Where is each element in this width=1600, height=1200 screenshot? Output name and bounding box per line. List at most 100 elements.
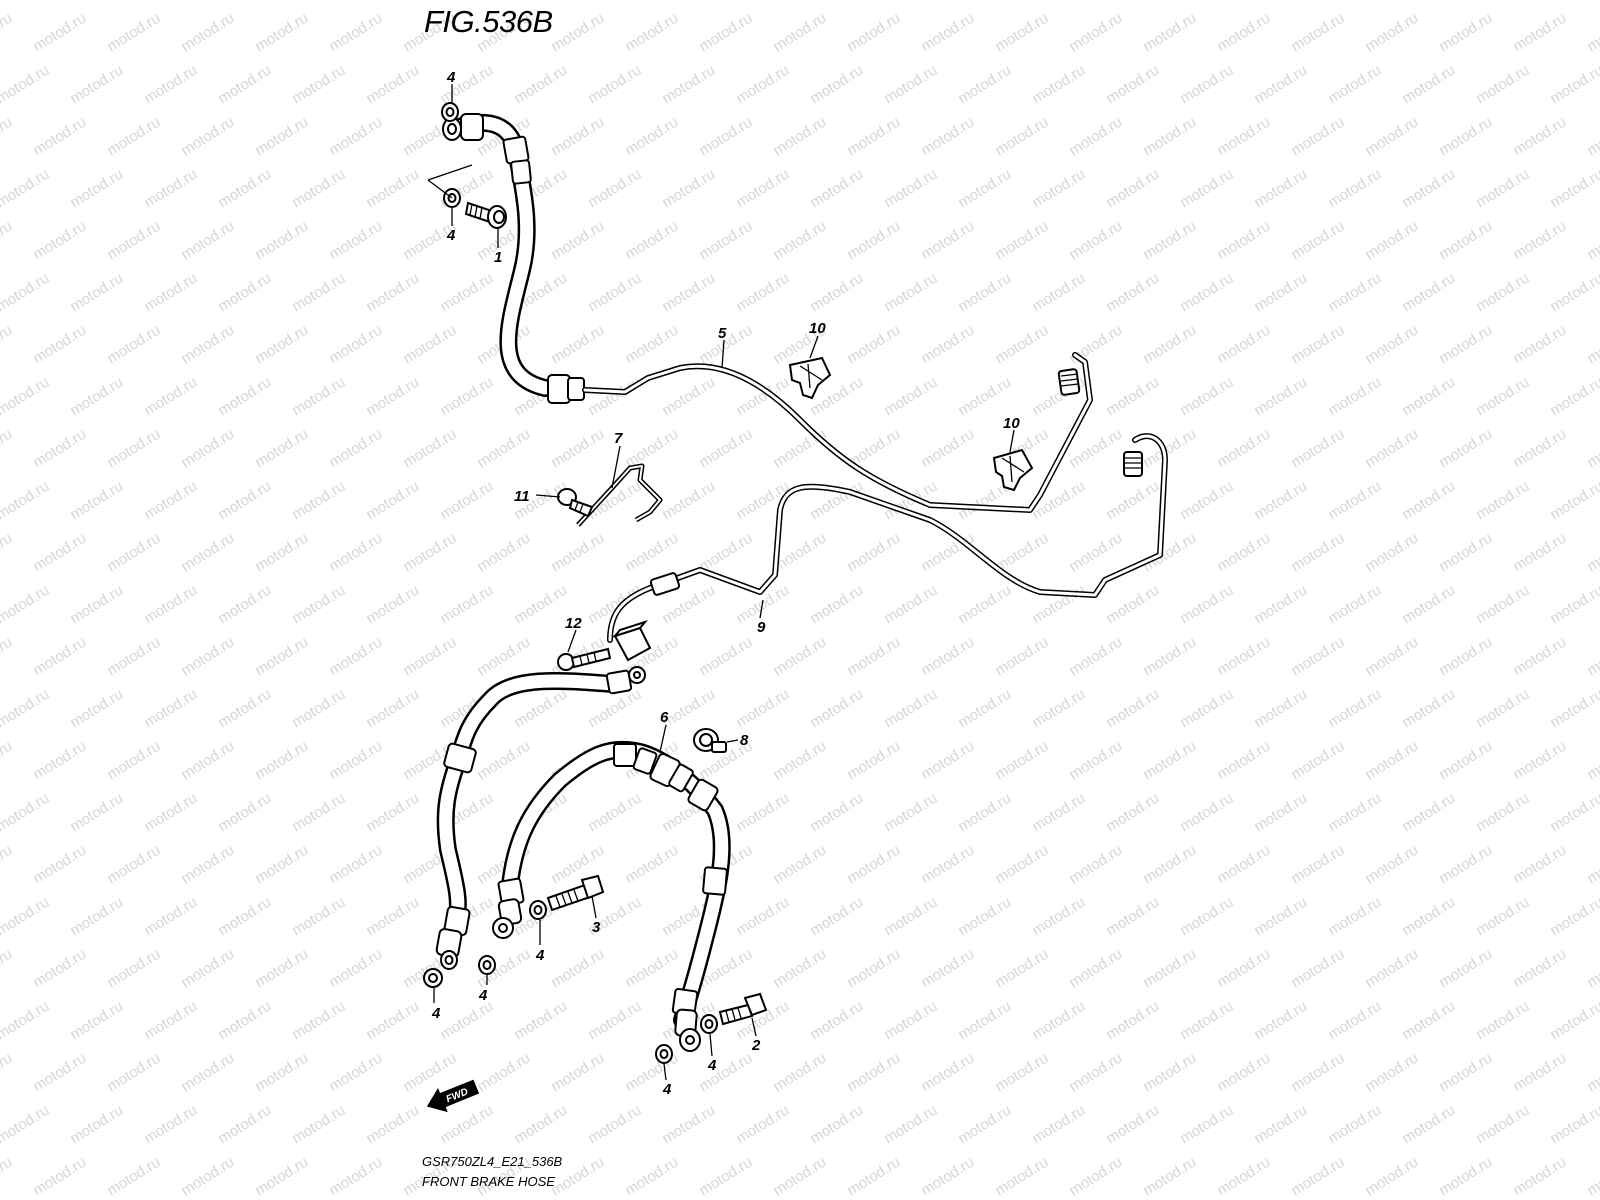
watermark-text: motod.ru: [1473, 270, 1532, 316]
watermark-text: motod.ru: [1510, 218, 1569, 264]
watermark-text: motod.ru: [178, 1050, 237, 1096]
watermark-text: motod.ru: [437, 998, 496, 1044]
watermark-text: motod.ru: [104, 738, 163, 784]
watermark-text: motod.ru: [1029, 894, 1088, 940]
watermark-text: motod.ru: [1325, 686, 1384, 732]
watermark-text: motod.ru: [326, 842, 385, 888]
watermark-text: motod.ru: [289, 478, 348, 524]
watermark-text: motod.ru: [289, 1102, 348, 1148]
watermark-text: motod.ru: [215, 1102, 274, 1148]
watermark-text: motod.ru: [696, 426, 755, 472]
watermark-text: motod.ru: [807, 790, 866, 836]
watermark-text: motod.ru: [807, 270, 866, 316]
watermark-text: motod.ru: [141, 270, 200, 316]
watermark-text: motod.ru: [67, 478, 126, 524]
watermark-text: motod.ru: [696, 218, 755, 264]
watermark-text: motod.ru: [1066, 946, 1125, 992]
watermark-text: motod.ru: [770, 114, 829, 160]
watermark-text: motod.ru: [1362, 946, 1421, 992]
watermark-text: motod.ru: [955, 62, 1014, 108]
watermark-text: motod.ru: [955, 894, 1014, 940]
watermark-text: motod.ru: [1547, 790, 1600, 836]
watermark-text: motod.ru: [1103, 894, 1162, 940]
watermark-text: motod.ru: [955, 790, 1014, 836]
watermark-text: motod.ru: [696, 114, 755, 160]
callout-4: 4: [446, 69, 456, 86]
watermark-text: motod.ru: [881, 998, 940, 1044]
watermark-text: motod.ru: [1473, 166, 1532, 212]
watermark-text: motod.ru: [30, 322, 89, 368]
watermark-text: motod.ru: [252, 114, 311, 160]
callout-4: 4: [478, 987, 488, 1004]
brake-pipe-5: [582, 352, 1093, 513]
junction-block: [612, 620, 652, 684]
watermark-text: motod.ru: [1177, 1102, 1236, 1148]
watermark-text: motod.ru: [104, 218, 163, 264]
watermark-text: motod.ru: [548, 530, 607, 576]
watermark-text: motod.ru: [67, 894, 126, 940]
watermark-text: motod.ru: [252, 842, 311, 888]
watermark-text: motod.ru: [548, 426, 607, 472]
callout-1: 1: [494, 249, 502, 266]
hose-bracket-7: [576, 463, 663, 527]
watermark-text: motod.ru: [696, 1154, 755, 1200]
watermark-text: motod.ru: [955, 998, 1014, 1044]
callout-2: 2: [751, 1037, 761, 1054]
watermark-text: motod.ru: [1399, 686, 1458, 732]
watermark-text: motod.ru: [770, 426, 829, 472]
watermark-text: motod.ru: [807, 1102, 866, 1148]
watermark-text: motod.ru: [0, 218, 15, 264]
watermark-text: motod.ru: [881, 374, 940, 420]
watermark-text: motod.ru: [1510, 1154, 1569, 1200]
watermark-text: motod.ru: [0, 166, 52, 212]
watermark-text: motod.ru: [67, 1102, 126, 1148]
watermark-text: motod.ru: [30, 1154, 89, 1200]
watermark-text: motod.ru: [1214, 218, 1273, 264]
watermark-text: motod.ru: [326, 530, 385, 576]
watermark-text: motod.ru: [67, 998, 126, 1044]
watermark-text: motod.ru: [363, 790, 422, 836]
watermark-text: motod.ru: [1362, 842, 1421, 888]
watermark-text: motod.ru: [1103, 582, 1162, 628]
watermark-text: motod.ru: [1251, 0, 1310, 3]
watermark-text: motod.ru: [1251, 62, 1310, 108]
watermark-text: motod.ru: [955, 374, 1014, 420]
watermark-text: motod.ru: [1547, 270, 1600, 316]
watermark-text: motod.ru: [1103, 374, 1162, 420]
watermark-text: motod.ru: [1473, 374, 1532, 420]
watermark-text: motod.ru: [0, 478, 52, 524]
watermark-text: motod.ru: [104, 322, 163, 368]
watermark-text: motod.ru: [1325, 0, 1384, 3]
watermark-text: motod.ru: [1325, 270, 1384, 316]
watermark-text: motod.ru: [104, 946, 163, 992]
watermark-text: motod.ru: [844, 842, 903, 888]
watermark-text: motod.ru: [1325, 374, 1384, 420]
watermark-text: motod.ru: [844, 114, 903, 160]
watermark-text: motod.ru: [0, 790, 52, 836]
figure-caption: FRONT BRAKE HOSE: [422, 1174, 555, 1189]
watermark-text: motod.ru: [1066, 530, 1125, 576]
washer-right-a: [700, 1014, 718, 1034]
watermark-text: motod.ru: [1362, 1154, 1421, 1200]
watermark-text: motod.ru: [1103, 0, 1162, 3]
watermark-text: motod.ru: [0, 0, 52, 3]
watermark-text: motod.ru: [881, 62, 940, 108]
union-bolt-1: [464, 201, 507, 229]
watermark-text: motod.ru: [1436, 842, 1495, 888]
watermark-text: motod.ru: [733, 1102, 792, 1148]
watermark-text: motod.ru: [0, 1154, 15, 1200]
lower-left-brake-hose: [435, 669, 633, 970]
callout-4: 4: [535, 947, 545, 964]
watermark-text: motod.ru: [770, 1050, 829, 1096]
watermark-text: motod.ru: [252, 426, 311, 472]
watermark-text: motod.ru: [1584, 322, 1600, 368]
watermark-text: motod.ru: [0, 634, 15, 680]
watermark-text: motod.ru: [696, 10, 755, 56]
bracket-bolt-11: [557, 488, 594, 518]
watermark-text: motod.ru: [622, 842, 681, 888]
watermark-text: motod.ru: [1547, 374, 1600, 420]
leader-line: [427, 164, 473, 181]
watermark-text: motod.ru: [1362, 530, 1421, 576]
watermark-text: motod.ru: [844, 1050, 903, 1096]
watermark-text: motod.ru: [289, 582, 348, 628]
